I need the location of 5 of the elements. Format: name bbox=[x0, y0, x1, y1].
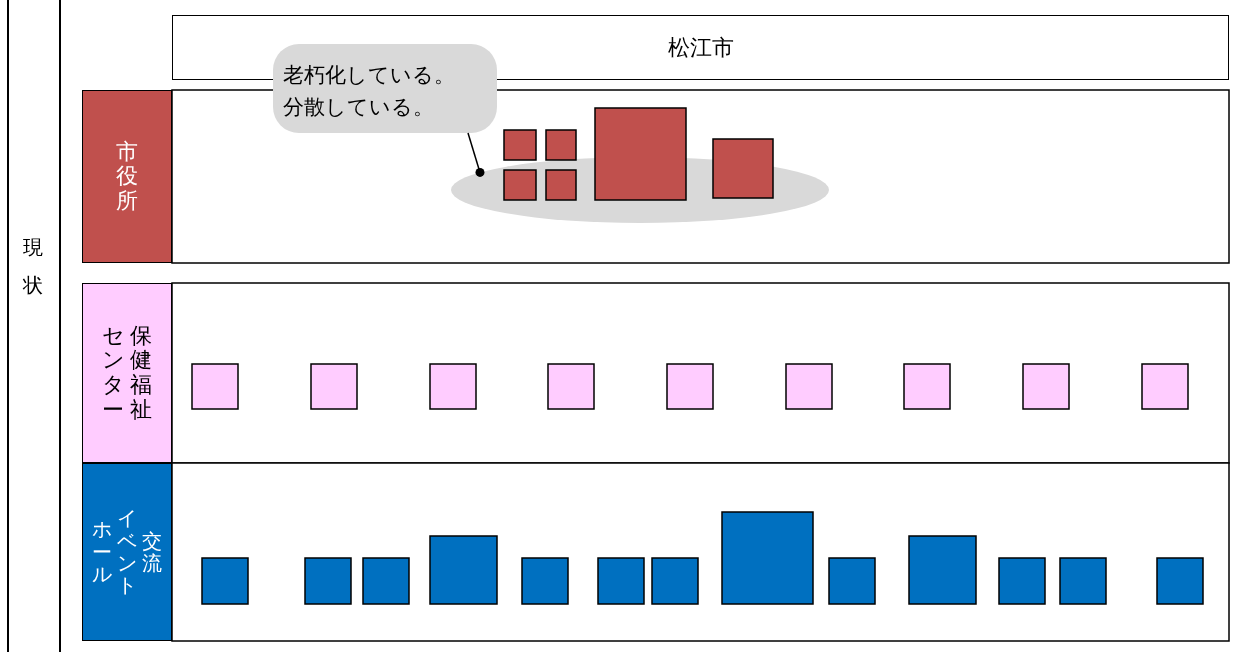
row-heading: 現状 bbox=[22, 234, 43, 299]
category-label: 保健福祉センター bbox=[82, 283, 172, 463]
category-label: 市役所 bbox=[82, 90, 172, 263]
speech-bubble: 老朽化している。分散している。 bbox=[273, 44, 497, 133]
leader-line bbox=[467, 132, 485, 177]
